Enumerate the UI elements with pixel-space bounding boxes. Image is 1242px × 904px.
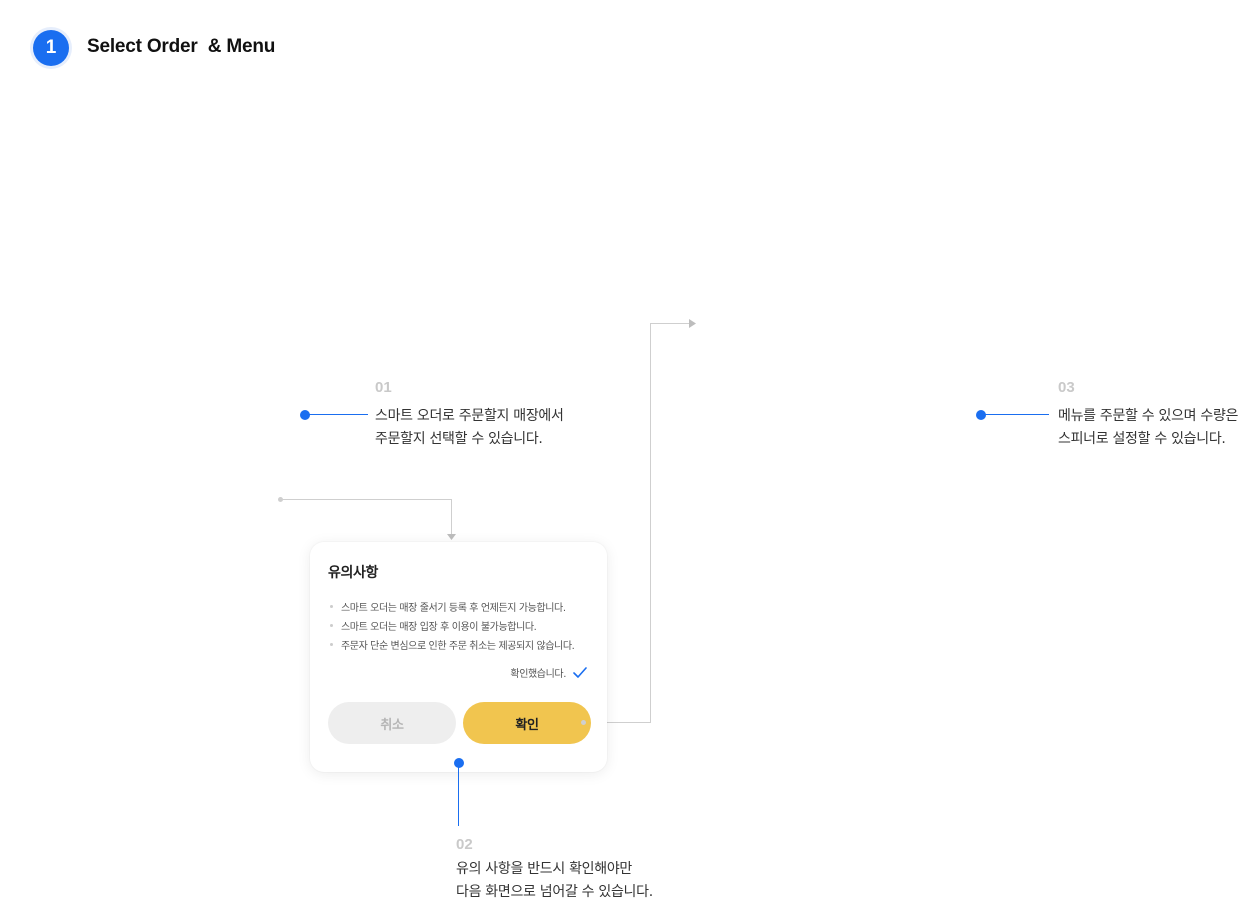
step-title: Select Order & Menu [87, 36, 276, 57]
flow-arrow-down-icon [447, 534, 456, 540]
annotation-03-number: 03 [1058, 379, 1075, 396]
annotation-02-line-1: 유의 사항을 반드시 확인해야만 [456, 861, 632, 877]
notice-dialog: 유의사항 스마트 오더는 매장 줄서기 등록 후 언제든지 가능합니다. 스마트… [310, 542, 607, 772]
step-number-badge: 1 [33, 30, 69, 66]
flow-connector-ok-horizontal [590, 722, 651, 723]
ok-flow-dot [581, 720, 586, 725]
notice-item: 스마트 오더는 매장 줄서기 등록 후 언제든지 가능합니다. [328, 597, 574, 616]
flow-start-dot [278, 497, 283, 502]
annotation-01-line-1: 스마트 오더로 주문할지 매장에서 [375, 408, 564, 424]
annotation-01-line-2: 주문할지 선택할 수 있습니다. [375, 431, 543, 447]
annotation-01-dot [300, 410, 310, 420]
ok-button[interactable]: 확인 [463, 702, 591, 744]
notice-item: 스마트 오더는 매장 입장 후 이용이 불가능합니다. [328, 616, 574, 635]
flow-connector-vertical [451, 499, 452, 535]
flow-arrow-right-icon [689, 319, 696, 328]
notice-item-text: 주문자 단순 변심으로 인한 주문 취소는 제공되지 않습니다. [341, 641, 575, 652]
annotation-01-leader-line [305, 414, 368, 415]
annotation-02-dot [454, 758, 464, 768]
cancel-button[interactable]: 취소 [328, 702, 456, 744]
annotation-02-leader-line [458, 763, 459, 826]
confirm-label: 확인했습니다. [510, 669, 566, 680]
dialog-title: 유의사항 [328, 565, 378, 581]
notice-item: 주문자 단순 변심으로 인한 주문 취소는 제공되지 않습니다. [328, 635, 575, 654]
bullet-icon [330, 605, 333, 608]
annotation-01-number: 01 [375, 379, 392, 396]
annotation-02-line-2: 다음 화면으로 넘어갈 수 있습니다. [456, 884, 653, 900]
annotation-03-line-1: 메뉴를 주문할 수 있으며 수량은 [1058, 408, 1239, 424]
flow-connector-ok-top [650, 323, 690, 324]
annotation-03-leader-line [981, 414, 1049, 415]
bullet-icon [330, 643, 333, 646]
flow-connector-horizontal [281, 499, 452, 500]
annotation-03-dot [976, 410, 986, 420]
notice-list: 스마트 오더는 매장 줄서기 등록 후 언제든지 가능합니다. 스마트 오더는 … [328, 597, 575, 654]
annotation-02-number: 02 [456, 836, 473, 853]
annotation-03-line-2: 스피너로 설정할 수 있습니다. [1058, 431, 1226, 447]
notice-item-text: 스마트 오더는 매장 줄서기 등록 후 언제든지 가능합니다. [341, 603, 566, 614]
flow-connector-ok-vertical [650, 323, 651, 723]
notice-item-text: 스마트 오더는 매장 입장 후 이용이 불가능합니다. [341, 622, 537, 633]
bullet-icon [330, 624, 333, 627]
check-icon [573, 666, 587, 678]
confirm-checkbox[interactable]: 확인했습니다. [510, 665, 587, 680]
